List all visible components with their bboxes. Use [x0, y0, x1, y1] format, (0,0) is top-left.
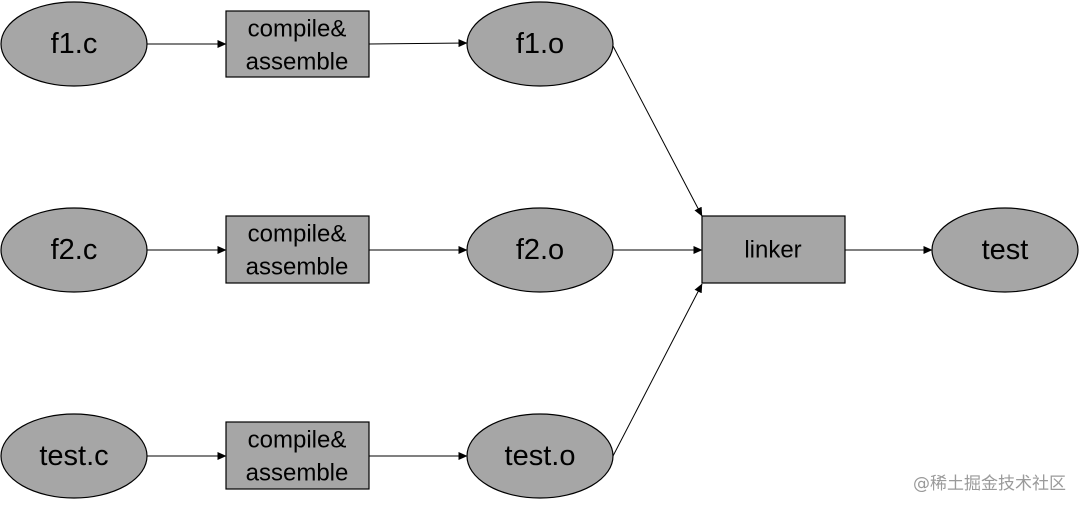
node-compile-assemble-2: compile& assemble: [225, 215, 370, 284]
node-f2-o: f2.o: [466, 207, 614, 293]
compile-3-line-2: assemble: [246, 460, 349, 487]
node-f2-c-label: f2.c: [51, 234, 98, 266]
compile-2-line-2: assemble: [246, 254, 349, 281]
node-test: test: [931, 207, 1079, 293]
node-f1-o-label: f1.o: [516, 28, 564, 60]
watermark-text: @稀土掘金技术社区: [913, 474, 1066, 494]
compile-3-line-1: compile&: [248, 427, 347, 454]
compile-1-line-1: compile&: [248, 16, 347, 43]
node-test-label: test: [982, 234, 1029, 266]
node-test-o: test.o: [466, 413, 614, 499]
compile-2-line-1: compile&: [248, 221, 347, 248]
node-test-o-label: test.o: [505, 440, 576, 472]
edge-testo-to-linker: [612, 283, 703, 457]
node-f2-c: f2.c: [0, 207, 148, 293]
node-f1-c: f1.c: [0, 1, 148, 87]
compile-1-line-2: assemble: [246, 49, 349, 76]
edge-f1o-to-linker: [612, 45, 703, 217]
node-compile-assemble-3: compile& assemble: [225, 421, 370, 490]
node-f2-o-label: f2.o: [516, 234, 564, 266]
node-linker-label: linker: [744, 237, 801, 264]
node-test-c-label: test.c: [39, 440, 108, 472]
node-test-c: test.c: [0, 413, 148, 499]
edge-compile1-to-f1o: [368, 39, 468, 48]
node-f1-c-label: f1.c: [51, 28, 98, 60]
node-compile-assemble-1: compile& assemble: [225, 10, 370, 78]
node-f1-o: f1.o: [466, 1, 614, 87]
node-linker: linker: [701, 215, 846, 284]
